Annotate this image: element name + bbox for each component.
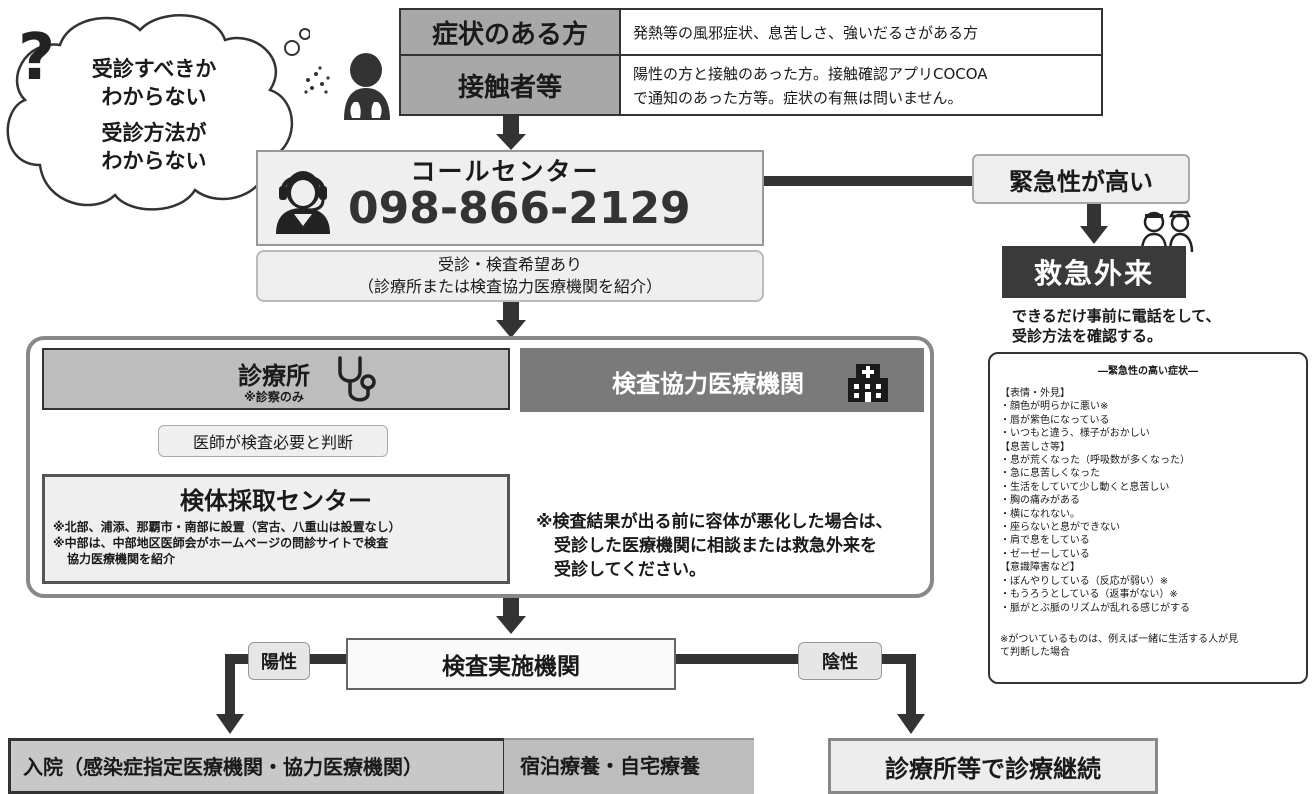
symptoms-title: ―緊急性の高い症状― xyxy=(1098,366,1198,377)
partner-note: ※検査結果が出る前に容体が悪化した場合は、 受診した医療機関に相談または救急外来… xyxy=(536,510,926,582)
partner-note-line-1: ※検査結果が出る前に容体が悪化した場合は、 xyxy=(536,512,893,532)
arrow-to-clinics-head xyxy=(496,320,526,338)
headset-operator-icon xyxy=(276,171,330,234)
referral-box: 受診・検査希望あり （診療所または検査協力医療機関を紹介） xyxy=(256,250,764,302)
positive-connector-h1 xyxy=(308,654,348,664)
contact-desc-line-1: 陽性の方と接触のあった方。接触確認アプリCOCOA xyxy=(633,65,988,83)
arrow-to-testing-head xyxy=(496,616,526,634)
symptomatic-label: 症状のある方 xyxy=(399,8,621,56)
symptom-item: ・顔色が明らかに悪い※ xyxy=(1000,401,1109,413)
clinic-sub: ※診察のみ xyxy=(244,390,304,404)
symptom-item: ・ぼんやりしている（反応が弱い）※ xyxy=(1000,575,1169,587)
negative-arrow-head xyxy=(897,714,925,734)
symptom-item: ・脈がとぶ脈のリズムが乱れる感じがする xyxy=(1000,602,1190,614)
clinic-label: 診療所 xyxy=(238,362,310,390)
doctor-decision-box: 医師が検査必要と判断 xyxy=(158,425,388,457)
cloud-shape xyxy=(6,14,294,211)
home-care-box: 宿泊療養・自宅療養 xyxy=(504,738,754,794)
cloud-line-2: わからない xyxy=(101,85,207,109)
symptoms-note: ※がついているものは、例えば一緒に生活する人が見 て判断した場合 xyxy=(1000,633,1296,659)
symptom-item: ・座らないと息ができない xyxy=(1000,522,1120,534)
symptomatic-desc: 発熱等の風邪症状、息苦しさ、強いだるさがある方 xyxy=(619,8,1103,56)
call-center-phone[interactable]: 098-866-2129 xyxy=(348,183,691,234)
symptom-item: ・ゼーゼーしている xyxy=(1000,548,1090,560)
symptom-item: 【意識障害など】 xyxy=(1000,562,1080,574)
arrow-to-er-shaft xyxy=(1087,204,1101,228)
symptom-item: ・息が荒くなった（呼吸数が多くなった） xyxy=(1000,455,1190,467)
positive-label: 陽性 xyxy=(248,642,310,680)
urgency-connector xyxy=(763,176,973,186)
negative-connector-h2 xyxy=(882,654,916,664)
er-advice-line-1: できるだけ事前に電話をして、 xyxy=(1012,307,1221,325)
symptoms-note-line-1: ※がついているものは、例えば一緒に生活する人が見 xyxy=(1000,633,1239,645)
referral-line-1: 受診・検査希望あり xyxy=(437,255,582,274)
symptom-item: ・生活をしていて少し動くと息苦しい xyxy=(1000,481,1170,493)
sampling-center-box: 検体採取センター ※北部、浦添、那覇市・南部に設置（宮古、八重山は設置なし） ※… xyxy=(42,474,510,584)
symptoms-list: 【表情・外見】 ・顔色が明らかに悪い※ ・唇が紫色になっている ・いつもと違う、… xyxy=(1000,387,1296,615)
question-mark-icon: ? xyxy=(18,21,56,95)
er-advice-line-2: 受診方法を確認する。 xyxy=(1012,327,1163,345)
cloud-bubble-small xyxy=(284,40,300,56)
partner-note-line-2: 受診した医療機関に相談または救急外来を xyxy=(554,536,877,556)
arrow-to-call-center-head xyxy=(496,134,526,150)
coughing-person-icon xyxy=(304,53,390,120)
symptom-item: ・横になれない。 xyxy=(1000,508,1080,520)
positive-arrow-head xyxy=(216,714,244,734)
arrow-to-clinics-shaft xyxy=(503,302,519,322)
symptom-item: ・肩で息をしている xyxy=(1000,535,1090,547)
cloud-line-3: 受診方法が xyxy=(101,121,207,145)
urgent-symptoms-panel: ―緊急性の高い症状― 【表情・外見】 ・顔色が明らかに悪い※ ・唇が紫色になって… xyxy=(988,352,1308,684)
symptom-item: ・急に息苦しくなった xyxy=(1000,468,1100,480)
thought-cloud xyxy=(6,14,310,211)
cloud-line-4: わからない xyxy=(101,149,207,173)
arrow-to-call-center-shaft xyxy=(503,114,519,136)
negative-connector-h1 xyxy=(676,654,800,664)
sampling-note-2-line-1: ※中部は、中部地区医師会がホームページの問診サイトで検査 xyxy=(53,536,389,550)
hospitalization-box: 入院（感染症指定医療機関・協力医療機関） xyxy=(8,738,506,794)
symptom-item: 【息苦しさ等】 xyxy=(1000,441,1070,453)
call-center-box xyxy=(256,150,764,246)
referral-line-2: （診療所または検査協力医療機関を紹介） xyxy=(357,277,662,296)
call-center-title: コールセンター xyxy=(410,157,600,186)
negative-connector-v xyxy=(906,654,916,716)
stethoscope-icon xyxy=(338,356,376,402)
cloud-bubble-tiny xyxy=(299,28,310,40)
symptom-item: ・胸の痛みがある xyxy=(1000,495,1080,507)
arrow-to-er-head xyxy=(1080,226,1108,244)
cloud-line-1: 受診すべきか xyxy=(91,57,217,81)
partner-note-line-3: 受診してください。 xyxy=(554,560,706,580)
contact-label: 接触者等 xyxy=(399,54,621,116)
negative-label: 陰性 xyxy=(798,642,882,680)
clinic-box: 診療所 ※診察のみ xyxy=(42,348,510,410)
symptom-item: 【表情・外見】 xyxy=(1000,388,1070,399)
er-advice: できるだけ事前に電話をして、 受診方法を確認する。 xyxy=(1012,306,1252,346)
sampling-title: 検体採取センター xyxy=(180,487,372,515)
contact-desc: 陽性の方と接触のあった方。接触確認アプリCOCOA で通知のあった方等。症状の有… xyxy=(619,54,1103,116)
symptom-item: ・いつもと違う、様子がおかしい xyxy=(1000,428,1150,440)
sampling-note-1: ※北部、浦添、那覇市・南部に設置（宮古、八重山は設置なし） xyxy=(53,520,401,534)
sampling-note-2-line-2: 協力医療機関を紹介 xyxy=(67,552,176,566)
hospital-building-icon xyxy=(848,364,888,402)
er-label: 救急外来 xyxy=(1002,246,1186,298)
symptom-item: ・もうろうとしている（返事がない）※ xyxy=(1000,589,1178,601)
partner-label: 検査協力医療機関 xyxy=(612,370,804,398)
arrow-to-testing-shaft xyxy=(503,598,519,618)
symptom-item: ・唇が紫色になっている xyxy=(1000,414,1110,426)
contact-desc-line-2: で通知のあった方等。症状の有無は問いません。 xyxy=(633,89,963,107)
partner-institution-box: 検査協力医療機関 xyxy=(520,348,924,412)
positive-connector-v xyxy=(225,654,235,716)
urgency-label: 緊急性が高い xyxy=(972,154,1190,204)
doctor-nurse-icon xyxy=(1140,210,1194,252)
positive-connector-h2 xyxy=(225,654,249,664)
continue-care-box: 診療所等で診療継続 xyxy=(828,738,1158,794)
testing-institution-box: 検査実施機関 xyxy=(346,638,676,690)
symptoms-note-line-2: て判断した場合 xyxy=(1000,646,1070,658)
